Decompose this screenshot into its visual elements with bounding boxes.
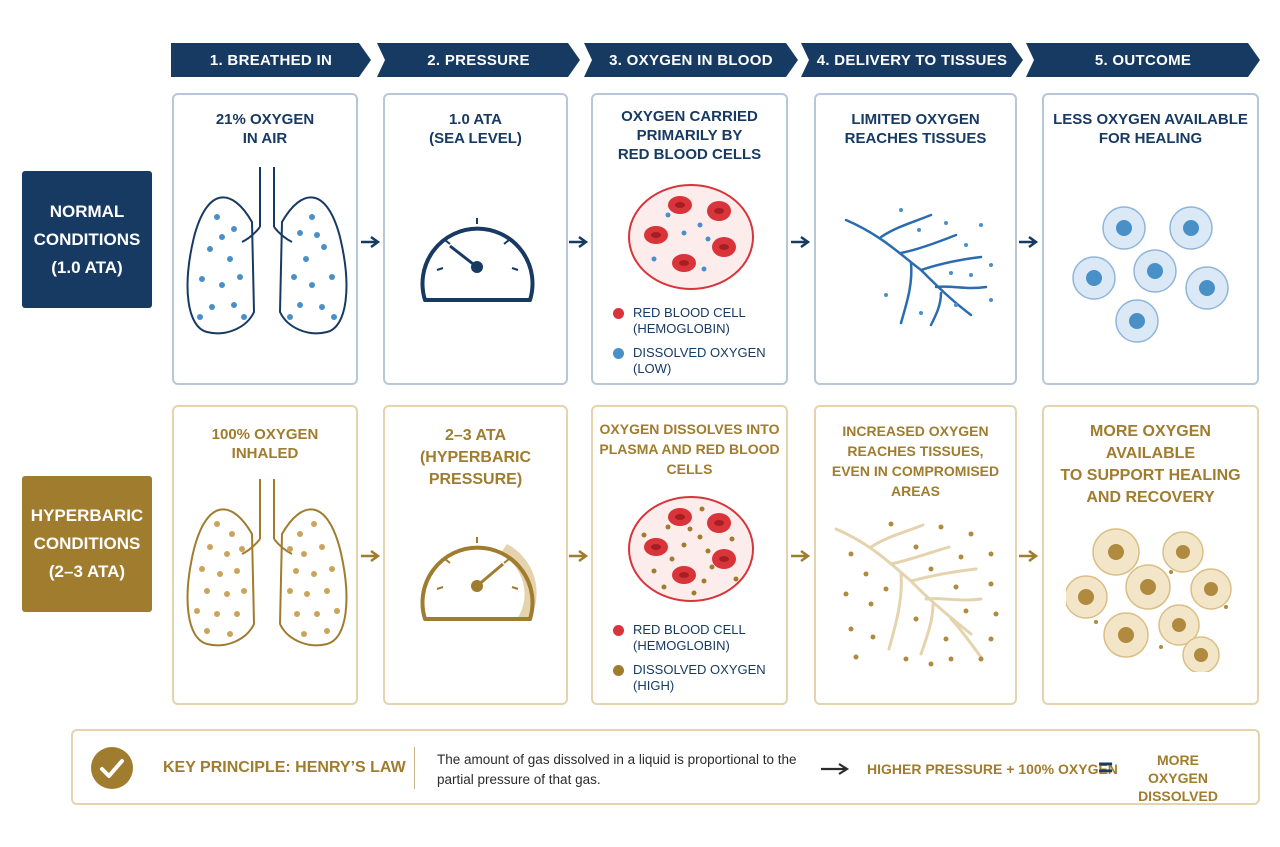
arrow-right-icon bbox=[569, 549, 589, 563]
dissolved-dot-icon bbox=[613, 348, 624, 359]
step-delivery: 4. DELIVERY TO TISSUES bbox=[801, 43, 1023, 77]
legend-text: RED BLOOD CELL (HEMOGLOBIN) bbox=[633, 622, 746, 653]
panel-title: 2–3 ATA (HYPERBARIC PRESSURE) bbox=[419, 427, 532, 488]
henrys-law-description: The amount of gas dissolved in a liquid … bbox=[437, 752, 797, 787]
panel-title: 1.0 ATA (SEA LEVEL) bbox=[429, 111, 522, 147]
step-pressure: 2. PRESSURE bbox=[377, 43, 580, 77]
panel-title: OXYGEN DISSOLVES INTO PLASMA AND RED BLO… bbox=[599, 421, 780, 477]
cells-icon bbox=[1072, 206, 1229, 343]
cells-icon bbox=[1066, 528, 1232, 672]
step-label: 3. OXYGEN IN BLOOD bbox=[609, 51, 773, 69]
step-label: 5. OUTCOME bbox=[1094, 51, 1192, 69]
key-principle-title: KEY PRINCIPLE: HENRY’S LAW bbox=[163, 759, 406, 776]
legend-text: DISSOLVED OXYGEN (HIGH) bbox=[633, 662, 766, 693]
panel-hyperbaric-pressure: 2–3 ATA (HYPERBARIC PRESSURE) bbox=[383, 405, 568, 705]
panel-title: 21% OXYGEN IN AIR bbox=[215, 111, 315, 147]
arrow-right-icon bbox=[361, 235, 381, 249]
step-outcome: 5. OUTCOME bbox=[1026, 43, 1260, 77]
rbc-dot-icon bbox=[613, 308, 624, 319]
panel-title: INCREASED OXYGEN REACHES TISSUES, EVEN I… bbox=[831, 423, 1000, 499]
arrow-right-icon bbox=[361, 549, 381, 563]
arrow-right-icon bbox=[1019, 549, 1039, 563]
legend-text: RED BLOOD CELL (HEMOGLOBIN) bbox=[633, 305, 746, 336]
arrow-right-icon bbox=[1019, 235, 1039, 249]
step-breathed-in: 1. BREATHED IN bbox=[171, 43, 371, 77]
blood-vessel-icon bbox=[628, 184, 754, 290]
row-label-text: HYPERBARIC CONDITIONS (2–3 ATA) bbox=[30, 506, 144, 581]
panel-normal-breathed: 21% OXYGEN IN AIR bbox=[172, 93, 358, 385]
capillaries-icon bbox=[844, 208, 993, 327]
lungs-icon bbox=[186, 479, 348, 647]
checkmark-circle-icon bbox=[91, 747, 133, 789]
equation-left: HIGHER PRESSURE + 100% OXYGEN bbox=[867, 761, 1118, 777]
panel-title: MORE OXYGEN AVAILABLE TO SUPPORT HEALING… bbox=[1060, 423, 1241, 506]
arrow-right-icon bbox=[791, 549, 811, 563]
divider bbox=[414, 747, 415, 789]
key-principle-box: KEY PRINCIPLE: HENRY’S LAW The amount of… bbox=[71, 729, 1260, 805]
panel-title: OXYGEN CARRIED PRIMARILY BY RED BLOOD CE… bbox=[617, 108, 762, 163]
blood-vessel-icon bbox=[628, 496, 754, 602]
panel-normal-delivery: LIMITED OXYGEN REACHES TISSUES bbox=[814, 93, 1017, 385]
panel-hyperbaric-outcome: MORE OXYGEN AVAILABLE TO SUPPORT HEALING… bbox=[1042, 405, 1259, 705]
panel-normal-outcome: LESS OXYGEN AVAILABLE FOR HEALING bbox=[1042, 93, 1259, 385]
gauge-icon bbox=[420, 218, 535, 302]
panel-title: LIMITED OXYGEN REACHES TISSUES bbox=[844, 111, 987, 147]
capillaries-icon bbox=[834, 521, 999, 667]
arrow-right-icon bbox=[791, 235, 811, 249]
step-label: 1. BREATHED IN bbox=[209, 51, 333, 69]
panel-title: 100% OXYGEN INHALED bbox=[211, 426, 319, 462]
panel-hyperbaric-breathed: 100% OXYGEN INHALED bbox=[172, 405, 358, 705]
rbc-dot-icon bbox=[613, 625, 624, 636]
panel-normal-blood: OXYGEN CARRIED PRIMARILY BY RED BLOOD CE… bbox=[591, 93, 788, 385]
panel-title: LESS OXYGEN AVAILABLE FOR HEALING bbox=[1053, 111, 1248, 147]
row-label-hyperbaric: HYPERBARIC CONDITIONS (2–3 ATA) bbox=[22, 476, 152, 612]
lungs-icon bbox=[186, 167, 348, 335]
step-oxygen-in-blood: 3. OXYGEN IN BLOOD bbox=[584, 43, 798, 77]
arrow-right-icon bbox=[821, 763, 850, 775]
equals-sign: = bbox=[1098, 752, 1114, 782]
legend-text: DISSOLVED OXYGEN (LOW) bbox=[633, 345, 766, 376]
panel-hyperbaric-blood: OXYGEN DISSOLVES INTO PLASMA AND RED BLO… bbox=[591, 405, 788, 705]
equation-right: MORE OXYGEN DISSOLVED bbox=[1138, 752, 1218, 804]
row-label-text: NORMAL CONDITIONS (1.0 ATA) bbox=[33, 201, 141, 277]
gauge-high-icon bbox=[420, 537, 537, 621]
dissolved-dot-icon bbox=[613, 665, 624, 676]
panel-normal-pressure: 1.0 ATA (SEA LEVEL) bbox=[383, 93, 568, 385]
arrow-right-icon bbox=[569, 235, 589, 249]
row-label-normal: NORMAL CONDITIONS (1.0 ATA) bbox=[22, 171, 152, 308]
panel-hyperbaric-delivery: INCREASED OXYGEN REACHES TISSUES, EVEN I… bbox=[814, 405, 1017, 705]
step-label: 4. DELIVERY TO TISSUES bbox=[816, 51, 1008, 69]
step-label: 2. PRESSURE bbox=[427, 51, 530, 69]
